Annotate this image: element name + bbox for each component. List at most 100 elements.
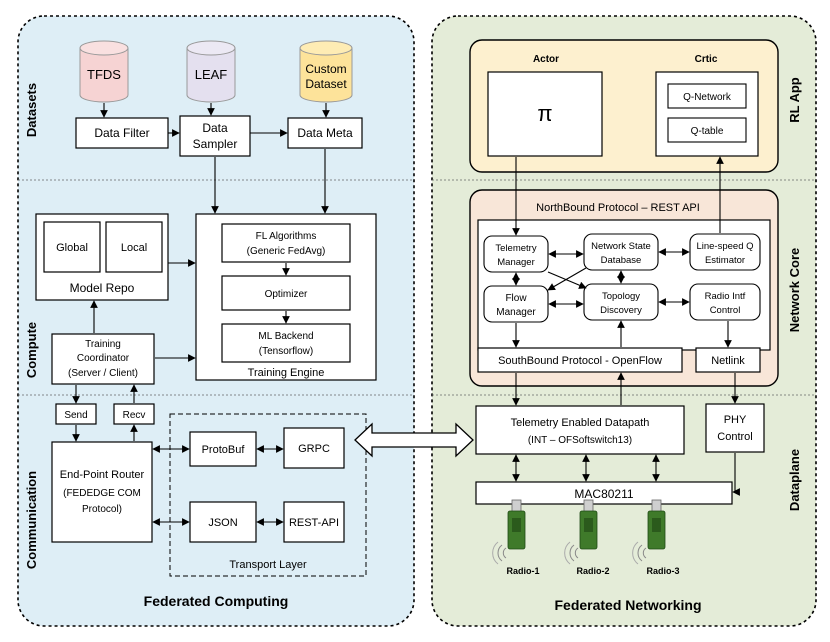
transport-layer-label: Transport Layer xyxy=(229,559,307,571)
send-box: Send xyxy=(55,403,97,425)
data-sampler-box: Data Sampler xyxy=(179,115,251,157)
topology-discovery-box xyxy=(583,283,659,321)
network-state-label-line2: Database xyxy=(601,255,642,266)
q-network-label: Q-Network xyxy=(683,92,732,103)
coordinator-label-line2: Coordinator xyxy=(77,353,130,364)
critic-label: Crtic xyxy=(695,54,718,65)
local-model-box xyxy=(105,221,163,273)
optimizer-box xyxy=(221,275,351,311)
fl-algorithms-label-line1: FL Algorithms xyxy=(256,231,317,242)
json-label: JSON xyxy=(208,517,237,529)
coordinator-label-line1: Training xyxy=(85,339,121,350)
data-sampler-label-line2: Sampler xyxy=(193,137,238,151)
radio-1-label: Radio-1 xyxy=(506,566,539,576)
rl-app-section-label: RL App xyxy=(787,77,802,123)
fl-algorithms-label-line2: (Generic FedAvg) xyxy=(247,246,326,257)
global-model-box xyxy=(43,221,101,273)
custom-dataset-label-line1: Custom xyxy=(305,62,346,76)
topology-label-line1: Topology xyxy=(602,291,640,302)
protobuf-box xyxy=(189,431,257,467)
network-state-database-box xyxy=(583,233,659,271)
radio-intf-label-line1: Radio Intf xyxy=(705,291,746,302)
telemetry-manager-label-line2: Manager xyxy=(497,257,535,268)
grpc-label: GRPC xyxy=(298,443,330,455)
q-table-label: Q-table xyxy=(691,126,724,137)
network-core-box: NorthBound Protocol – REST API Telemetry… xyxy=(469,189,779,387)
data-meta-box: Data Meta xyxy=(287,117,363,149)
federated-networking-title: Federated Networking xyxy=(554,597,701,613)
training-engine-label: Training Engine xyxy=(248,367,325,379)
grpc-box xyxy=(283,427,345,469)
end-point-router-box: End-Point Router (FEDEDGE COM Protocol) xyxy=(51,441,153,543)
southbound-protocol-label: SouthBound Protocol - OpenFlow xyxy=(498,355,662,367)
optimizer-label: Optimizer xyxy=(265,289,308,300)
network-core-section-label: Network Core xyxy=(787,248,802,333)
telemetry-manager-label-line1: Telemetry xyxy=(495,243,536,254)
flow-manager-label-line1: Flow xyxy=(505,293,527,304)
global-model-label: Global xyxy=(56,242,88,254)
radio-3-label: Radio-3 xyxy=(646,566,679,576)
send-label: Send xyxy=(64,410,87,421)
telemetry-enabled-datapath-box: Telemetry Enabled Datapath (INT – OFSoft… xyxy=(475,405,685,455)
mac80211-box: MAC80211 xyxy=(475,481,733,505)
flow-manager-label-line2: Manager xyxy=(496,307,536,318)
training-coordinator-box: Training Coordinator (Server / Client) xyxy=(51,333,155,385)
model-repo-box: Global Local Model Repo xyxy=(35,213,169,301)
actor-label: Actor xyxy=(533,54,559,65)
ml-backend-label-line1: ML Backend xyxy=(258,331,313,342)
rl-app-box: Actor Crtic π Q-Network Q-table xyxy=(469,39,779,173)
q-table-box xyxy=(667,117,747,143)
northbound-protocol-label: NorthBound Protocol – REST API xyxy=(536,202,700,214)
local-model-label: Local xyxy=(121,242,147,254)
phy-control-label-line1: PHY xyxy=(724,414,747,426)
training-engine-box: FL Algorithms (Generic FedAvg) Optimizer… xyxy=(195,213,377,381)
dataplane-section-label: Dataplane xyxy=(787,449,802,511)
router-label-line1: End-Point Router xyxy=(60,469,145,481)
actor-box xyxy=(487,71,603,157)
phy-control-box: PHY Control xyxy=(705,403,765,453)
radio-intf-control-box xyxy=(689,283,761,321)
left-panel-arrows xyxy=(72,103,330,526)
ml-backend-box xyxy=(221,323,351,363)
flow-manager-box xyxy=(483,285,549,323)
mac80211-label: MAC80211 xyxy=(574,487,633,501)
radio-2-label: Radio-2 xyxy=(576,566,609,576)
data-sampler-label-line1: Data xyxy=(202,121,228,135)
tfds-label: TFDS xyxy=(87,67,121,82)
model-repo-label: Model Repo xyxy=(70,281,135,295)
leaf-label: LEAF xyxy=(195,67,228,82)
custom-dataset-cylinder: Custom Dataset xyxy=(299,40,353,103)
radio-3-dongle: Radio-3 xyxy=(632,499,680,576)
router-label-line2: (FEDEDGE COM xyxy=(63,488,141,499)
data-filter-box: Data Filter xyxy=(75,117,169,149)
leaf-dataset-cylinder: LEAF xyxy=(186,40,236,103)
communication-section-label: Communication xyxy=(24,471,39,569)
coordinator-label-line3: (Server / Client) xyxy=(68,368,138,379)
compute-section-label: Compute xyxy=(24,322,39,378)
protobuf-label: ProtoBuf xyxy=(202,444,246,456)
southbound-protocol-box xyxy=(477,347,683,373)
rest-api-label: REST-API xyxy=(289,517,339,529)
netlink-box xyxy=(695,347,761,373)
federated-computing-title: Federated Computing xyxy=(144,593,289,609)
line-speed-label-line2: Estimator xyxy=(705,255,745,266)
datasets-section-label: Datasets xyxy=(24,83,39,137)
datapath-label-line1: Telemetry Enabled Datapath xyxy=(511,417,650,429)
radio-1-dongle: Radio-1 xyxy=(492,499,540,576)
network-state-label-line1: Network State xyxy=(591,241,651,252)
radio-2-dongle: Radio-2 xyxy=(564,499,610,576)
telemetry-manager-box xyxy=(483,235,549,273)
right-panel-arrows xyxy=(512,156,740,496)
json-box xyxy=(189,501,257,543)
recv-label: Recv xyxy=(123,410,146,421)
rest-api-box xyxy=(283,501,345,543)
line-speed-label-line1: Line-speed Q xyxy=(696,241,753,252)
datapath-label-line2: (INT – OFSoftswitch13) xyxy=(528,435,632,446)
transport-layer-box: ProtoBuf GRPC JSON REST-API Transport La… xyxy=(169,413,367,577)
radio-intf-label-line2: Control xyxy=(710,305,741,316)
actor-policy-symbol: π xyxy=(537,101,552,126)
fl-algorithms-box xyxy=(221,223,351,263)
ml-backend-label-line2: (Tensorflow) xyxy=(259,346,313,357)
data-filter-label: Data Filter xyxy=(94,126,149,140)
cross-panel-double-arrow xyxy=(354,422,474,458)
